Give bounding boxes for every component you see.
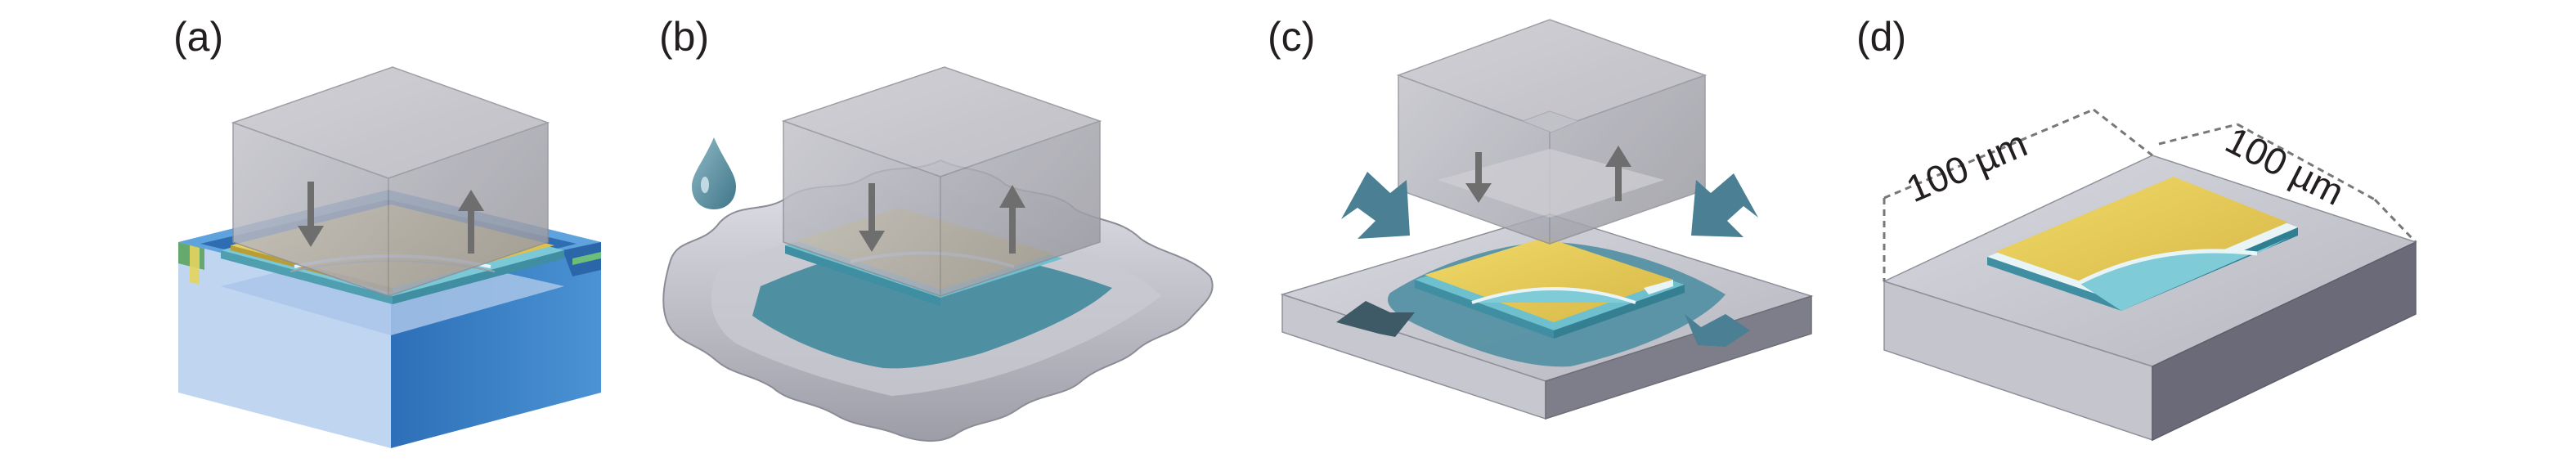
up-arrow-c xyxy=(1605,146,1631,201)
scale-label-left: 100 µm xyxy=(1901,122,2033,210)
glass-cube-c xyxy=(1396,19,1708,245)
panel-label-b: (b) xyxy=(659,14,709,60)
panel-c: (c) xyxy=(1268,14,1814,420)
etchant-drop-icon xyxy=(692,137,736,209)
lift-arrow-right-c xyxy=(1691,173,1758,237)
panel-label-c: (c) xyxy=(1268,14,1315,60)
lift-arrow-left-c xyxy=(1341,172,1410,239)
down-arrow-a xyxy=(298,182,324,247)
panel-label-d: (d) xyxy=(1856,14,1906,60)
down-arrow-c xyxy=(1465,152,1492,203)
panel-b: (b) xyxy=(659,14,1214,442)
panel-label-a: (a) xyxy=(173,14,223,60)
up-arrow-b xyxy=(999,185,1025,254)
layer-stack-c xyxy=(1415,237,1685,339)
panel-a: (a) xyxy=(173,14,601,448)
flow-arrow-bottom-left-c xyxy=(1336,301,1415,337)
layer-stack-d xyxy=(1987,177,2298,311)
up-arrow-a xyxy=(458,190,484,254)
panel-d: (d) 100 µm 100 µm xyxy=(1856,14,2418,442)
down-arrow-b xyxy=(859,183,885,252)
flow-arrow-bottom-right-c xyxy=(1685,314,1750,347)
glass-cube-b xyxy=(781,66,1102,298)
